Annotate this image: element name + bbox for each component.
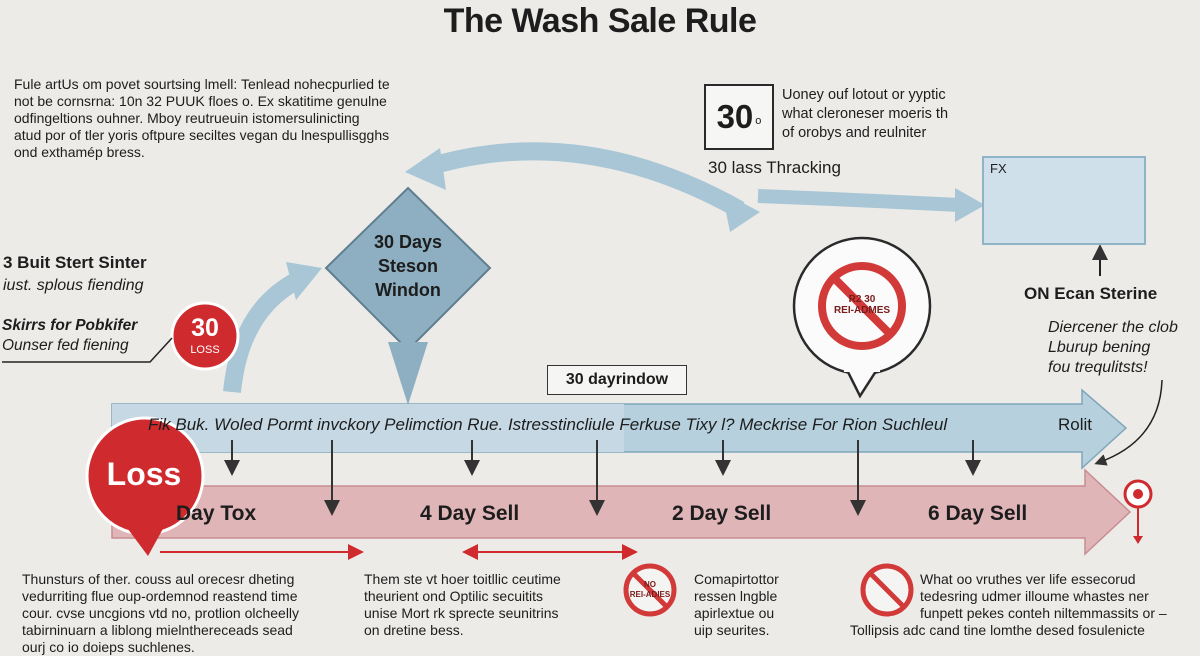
band-text: Fik Buk. Woled Pormt invckory Pelimction… <box>148 415 948 434</box>
red-timeline-band <box>111 468 1132 556</box>
right-note-line: Diercener the clob <box>1048 319 1178 336</box>
bottom-right-text-last: Tollipsis adc cand tine lomthe desed fos… <box>850 622 1145 638</box>
skirts-label-title: Skirrs for Pobkifer <box>2 317 138 334</box>
intro-line: atud por of tler yoris oftpure seciltes … <box>14 127 390 143</box>
bottom-line: Comapirtottor <box>694 571 779 587</box>
bottom-mid-text: Them ste vt hoer toitllic ceutime theuri… <box>364 571 604 639</box>
top-curved-arrow <box>405 142 760 232</box>
no-sign-text: R2 30 REI-ADMES <box>832 294 892 316</box>
intro-text: Fule artUs om povet sourtsing lmell: Ten… <box>14 76 414 161</box>
diamond-line: 30 Days <box>373 232 443 252</box>
no-sign-line: REI-ADMES <box>833 305 891 316</box>
loss-30-number: 30 <box>191 314 219 342</box>
no-sign-icon <box>860 563 914 617</box>
page-title: The Wash Sale Rule <box>443 2 757 40</box>
day-label: 4 Day Sell <box>420 502 520 525</box>
rising-arrow <box>223 262 322 393</box>
no-sign-line: REI-ADIES <box>629 590 671 599</box>
top-note-line: what cleroneser moeris th <box>782 106 949 122</box>
loss-30-circle <box>170 301 240 371</box>
bottom-line: tedesring udmer illoume whastes ner <box>920 588 1149 604</box>
bottom-line: unise Mort rk sprecte seunitrins <box>364 605 559 621</box>
mini-chart-frame <box>982 156 1146 245</box>
window-box: 30 dayrindow <box>547 365 687 395</box>
badge-suffix: o <box>755 115 762 127</box>
down-arrows <box>224 440 981 516</box>
start-label-title: 3 Buit Stert Sinter <box>3 253 147 272</box>
badge-number: 30 <box>716 98 754 135</box>
no-sign-small-text: NO REI-ADIES <box>626 580 674 600</box>
bottom-line: funpett pekes conteh niltemmassits or – <box>920 605 1167 621</box>
blue-timeline-band <box>111 388 1128 470</box>
bottom-line: ressen lngble <box>694 588 778 604</box>
top-note-line: Uoney ouf lotout or yyptic <box>782 87 946 103</box>
scan-label: ON Ecan Sterine <box>1024 284 1158 303</box>
bottom-left-text: Thunsturs of ther. couss aul orecesr dhe… <box>22 571 342 656</box>
top-note: Uoney ouf lotout or yyptic what clerones… <box>782 86 982 143</box>
diamond-line: Windon <box>375 280 441 300</box>
window-diamond <box>324 186 492 405</box>
band-end-label: Rolit <box>1058 415 1093 434</box>
bottom-line: Them ste vt hoer toitllic ceutime <box>364 571 561 587</box>
intro-line: not be cornsrna: 10n 32 PUUK floes o. Ex… <box>14 93 387 109</box>
no-sign-line: R2 30 <box>848 294 876 305</box>
bottom-line: tabirninuarn a liblong mielnthereceads s… <box>22 622 293 638</box>
tracking-label: 30 lass Thracking <box>708 158 841 177</box>
start-label: 3 Buit Stert Sinter iust. splous fiendin… <box>3 252 147 297</box>
intro-line: Fule artUs om povet sourtsing lmell: Ten… <box>14 76 390 92</box>
bottom-line: apirlextue ou <box>694 605 775 621</box>
bottom-line: vedurriting flue oup-ordemnod reastend t… <box>22 588 298 604</box>
bottom-mid2-text: Comapirtottor ressen lngble apirlextue o… <box>694 571 834 639</box>
intro-line: odfingeltions ouhner. Mboy reutrueuin is… <box>14 110 360 126</box>
bottom-line: on dretine bess. <box>364 622 464 638</box>
start-label-sub: iust. splous fiending <box>3 277 144 294</box>
skirts-label: Skirrs for Pobkifer Ounser fed fiening <box>2 316 137 356</box>
bottom-line: ourj co io doieps suchlenes. <box>22 639 195 655</box>
day-label: Day Tox <box>176 502 257 525</box>
no-sign-bubble <box>792 236 932 399</box>
target-icon <box>1123 479 1153 544</box>
loss-30-label: 30 LOSS <box>170 306 240 366</box>
day-label: 2 Day Sell <box>672 502 772 525</box>
no-sign-line: NO <box>644 580 656 589</box>
bottom-line: What oo vruthes ver life essecorud <box>920 571 1136 587</box>
tracking-arrow <box>757 188 985 222</box>
skirts-label-sub: Ounser fed fiening <box>2 337 129 354</box>
loss-callout <box>85 416 205 556</box>
loss-30-text: LOSS <box>190 344 220 356</box>
chart-fx-label: FX <box>990 161 1007 176</box>
loss-callout-text: Loss <box>106 455 182 492</box>
day-label: 6 Day Sell <box>928 502 1028 525</box>
bottom-line: Thunsturs of ther. couss aul orecesr dhe… <box>22 571 295 587</box>
right-note-line: Lburup bening <box>1048 339 1151 356</box>
bottom-line: theurient ond Optilic secuitits <box>364 588 543 604</box>
diamond-line: Steson <box>377 256 438 276</box>
no-sign-icon <box>623 563 677 617</box>
right-note: Diercener the clob Lburup bening fou tre… <box>1048 318 1178 378</box>
bottom-right-text: What oo vruthes ver life essecorud tedes… <box>920 571 1195 622</box>
bottom-line: uip seurites. <box>694 622 770 638</box>
bottom-line: cour. cvse uncgions vtd no, protlion olc… <box>22 605 300 621</box>
intro-line: ond exthamép bress. <box>14 144 145 160</box>
diamond-label: 30 Days Steson Windon <box>356 230 460 302</box>
top-note-line: of orobys and reulniter <box>782 125 927 141</box>
right-note-line: fou trequlitsts! <box>1048 359 1148 376</box>
